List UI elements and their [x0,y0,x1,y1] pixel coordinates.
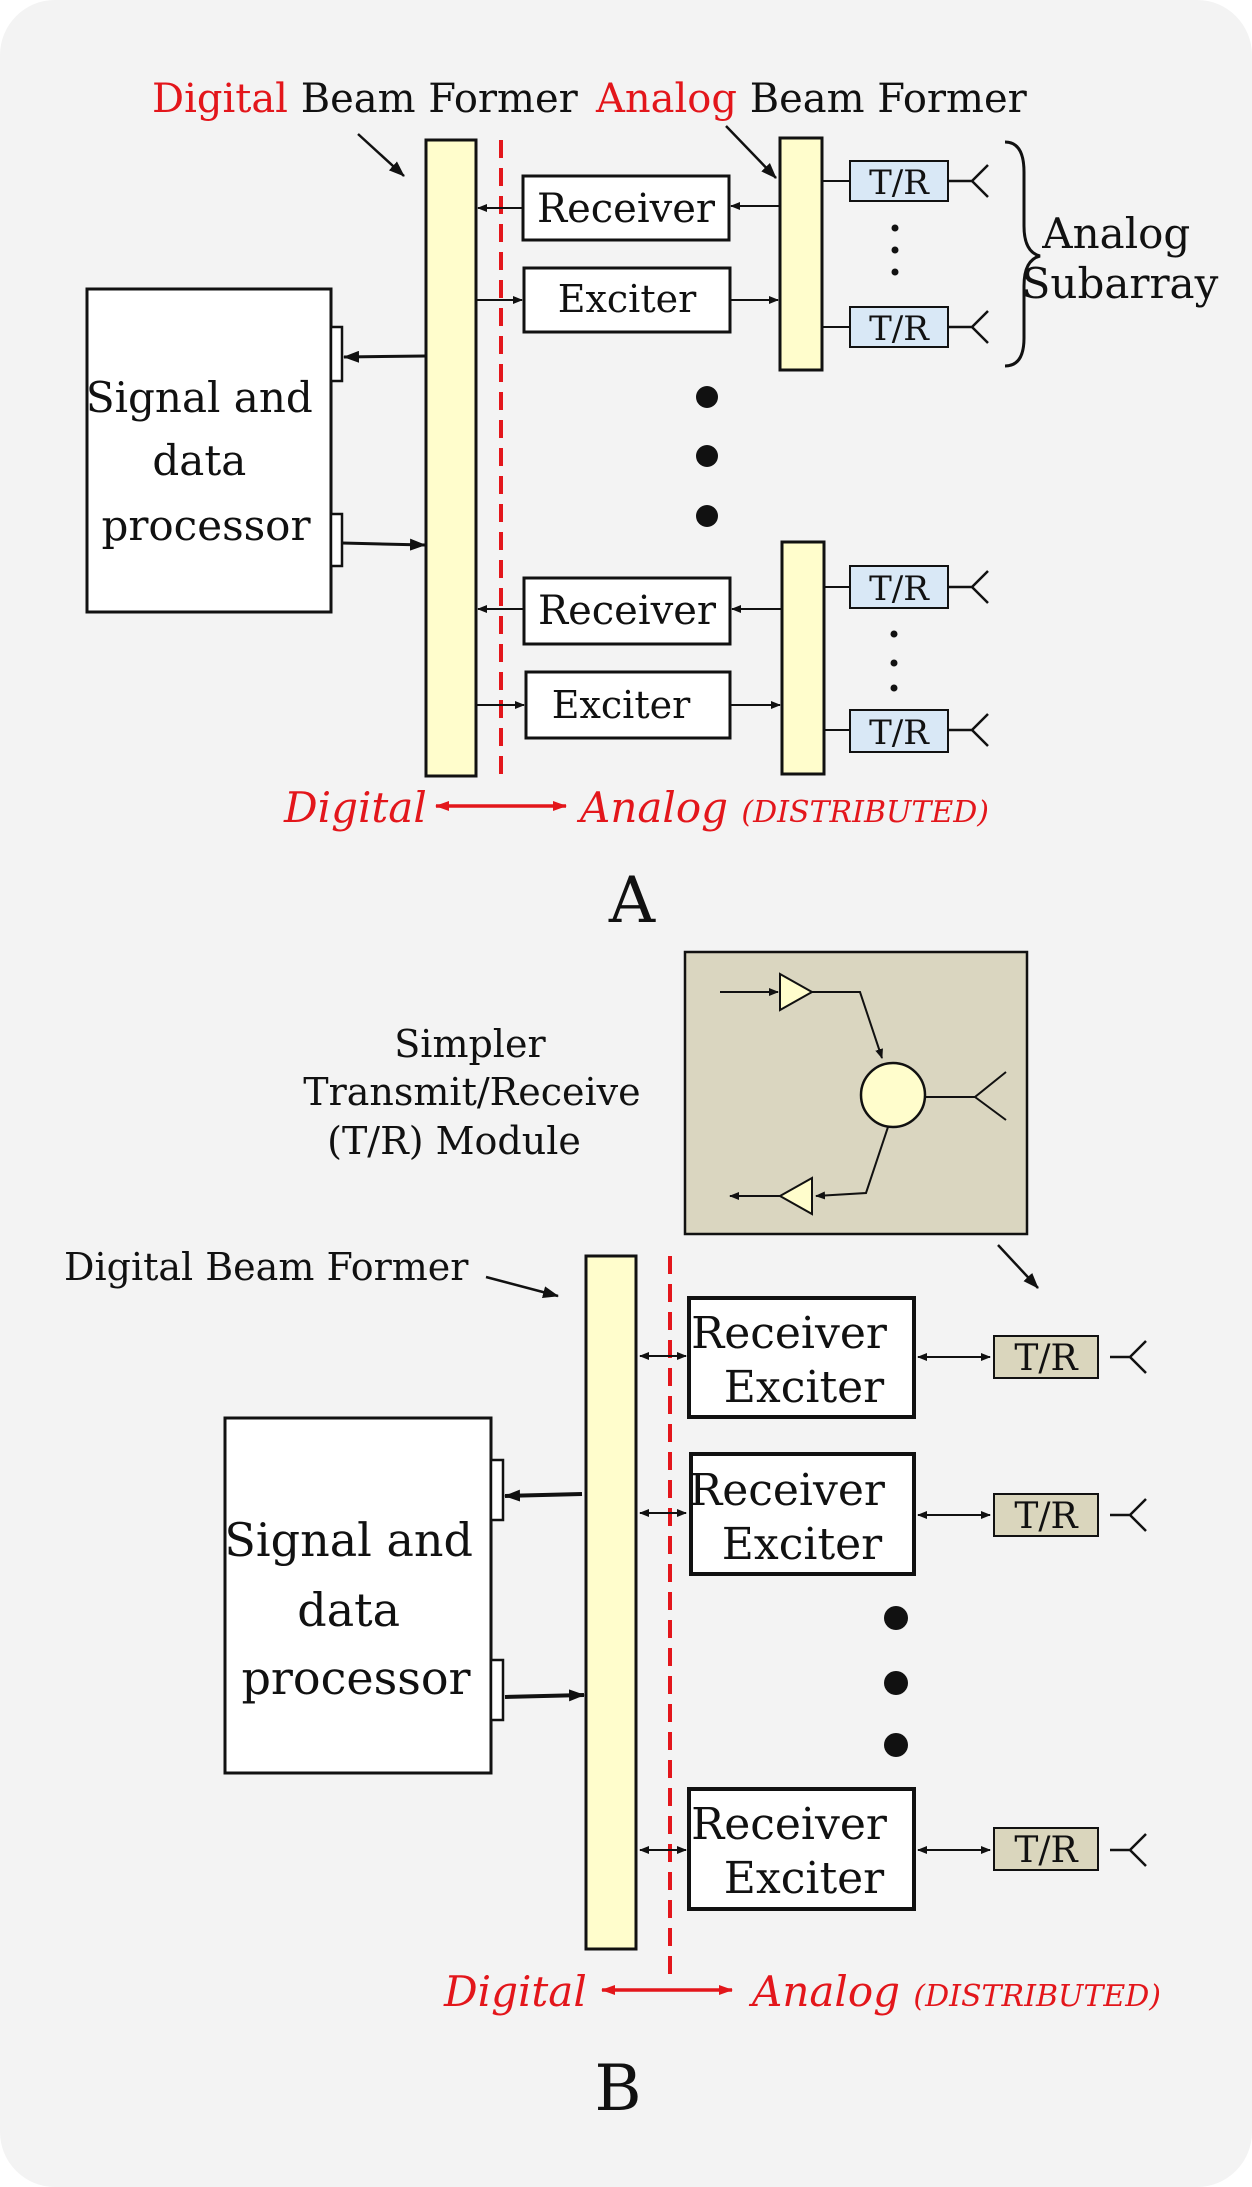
a-subarray-label: Analog Subarray [1022,209,1219,308]
b-channel-ellipsis-dot [884,1733,908,1757]
a-signal-processor-box [85,287,333,614]
a-subarray-ellipsis-dot [696,445,718,467]
b-channel-ellipsis-dot [884,1671,908,1695]
b-receiver-exciter-box-2 [689,1452,916,1576]
a-receiver-box-1 [521,174,731,242]
a-tr-ellipsis-dot [891,224,899,232]
a-processor-to-bus-arrow [341,538,426,551]
b-antenna-3 [1110,1833,1147,1867]
a-tr-module-2a [849,565,949,609]
b-signal-processor-box [223,1416,493,1775]
b-inset-tx-amplifier-icon [779,972,815,1012]
a-receiver-label-2: Receiver [538,588,717,634]
b-bus-to-processor-arrow [504,1489,583,1502]
a-exciter-box-1 [522,266,732,334]
b-tr-module-detail-inset [683,950,1029,1236]
a-tr-label-1a: T/R [869,163,930,203]
b-tr-module-3 [993,1827,1099,1871]
b-processor-port-top [489,1458,505,1522]
b-tr-label-3: T/R [1014,1830,1078,1871]
b-digital-beam-former-title: Digital Beam Former [64,1245,469,1289]
b-boundary-digital-label: Digital [443,1967,587,2016]
a-receiver-box-2 [522,576,732,646]
a-tr-label-2b: T/R [869,713,930,753]
a-antenna-1a [948,164,989,198]
a-antenna-2a [948,570,989,604]
a-dbf-pointer-arrow [357,133,405,177]
b-antenna-2 [1110,1498,1147,1532]
a-subarray-brace [1004,140,1041,368]
b-processor-label: Signal and data processor [224,1513,487,1705]
panel-a: Digital Beam Former Analog Beam Former S… [85,76,1219,938]
a-antenna-2b [948,713,989,747]
a-tr-module-2b [849,709,949,753]
a-receiver-label-1: Receiver [537,186,716,232]
b-inset-pointer-arrow [997,1244,1039,1289]
b-digital-beamformer-bar [584,1254,638,1951]
a-digital-beam-former-title: Digital Beam Former [152,76,579,122]
a-tr-module-1a [849,160,949,202]
b-tr-module-2 [993,1493,1099,1537]
b-channel-ellipsis-dot [884,1606,908,1630]
b-tr-label-2: T/R [1014,1496,1078,1537]
a-tr-ellipsis-dot [891,246,899,254]
a-bus-to-processor-arrow [343,350,427,363]
a-processor-port-top [329,325,344,383]
b-processor-to-bus-arrow [504,1689,585,1702]
a-exciter-label-1: Exciter [558,277,697,321]
a-subarray-ellipsis-dot [696,386,718,408]
a-subarray-ellipsis-dot [696,505,718,527]
b-channel-label-1: Receiver Exciter [691,1308,901,1413]
b-receiver-exciter-box-1 [687,1296,916,1419]
a-exciter-label-2: Exciter [552,683,691,727]
a-antenna-1b [948,310,989,344]
b-panel-letter: B [594,2052,641,2126]
a-boundary-analog-label: Analog (DISTRIBUTED) [576,783,989,832]
b-processor-port-bottom [489,1658,505,1722]
a-tr-label-1b: T/R [869,309,930,349]
a-tr-ellipsis-dot [890,630,898,638]
b-tr-module-1 [993,1335,1099,1379]
b-inset-tx-path [812,991,883,1059]
a-processor-label: Signal and data processor [86,373,326,550]
a-analog-beam-former-title: Analog Beam Former [595,76,1028,122]
a-tr-ellipsis-dot [891,268,899,276]
a-tr-ellipsis-dot [890,684,898,692]
a-analog-beamformer-bar-2 [780,540,826,776]
a-analog-beamformer-bar-1 [778,136,824,372]
a-tr-module-1b [849,306,949,348]
panel-b: Simpler Transmit/Receive (T/R) Module Di… [64,950,1161,2126]
a-digital-beamformer-bar [424,138,478,778]
a-tr-ellipsis-dot [890,659,898,667]
b-receiver-exciter-box-3 [687,1787,916,1911]
b-antenna-1 [1110,1340,1147,1374]
b-inset-rx-path [815,1126,889,1200]
b-inset-antenna-icon [925,1071,1007,1121]
b-tr-label-1: T/R [1014,1338,1078,1379]
a-abf-pointer-arrow [725,125,777,179]
b-module-caption: Simpler Transmit/Receive (T/R) Module [303,1022,652,1163]
b-dbf-pointer-arrow [485,1275,559,1298]
b-boundary-analog-label: Analog (DISTRIBUTED) [748,1967,1161,2016]
b-channel-label-2: Receiver Exciter [689,1465,899,1570]
a-tr-label-2a: T/R [869,569,930,609]
b-inset-circulator-icon [859,1061,927,1129]
b-channel-label-3: Receiver Exciter [691,1799,901,1904]
a-panel-letter: A [608,864,656,938]
b-inset-rx-amplifier-icon [777,1176,813,1216]
a-boundary-digital-label: Digital [283,783,427,832]
a-processor-port-bottom [329,512,344,568]
